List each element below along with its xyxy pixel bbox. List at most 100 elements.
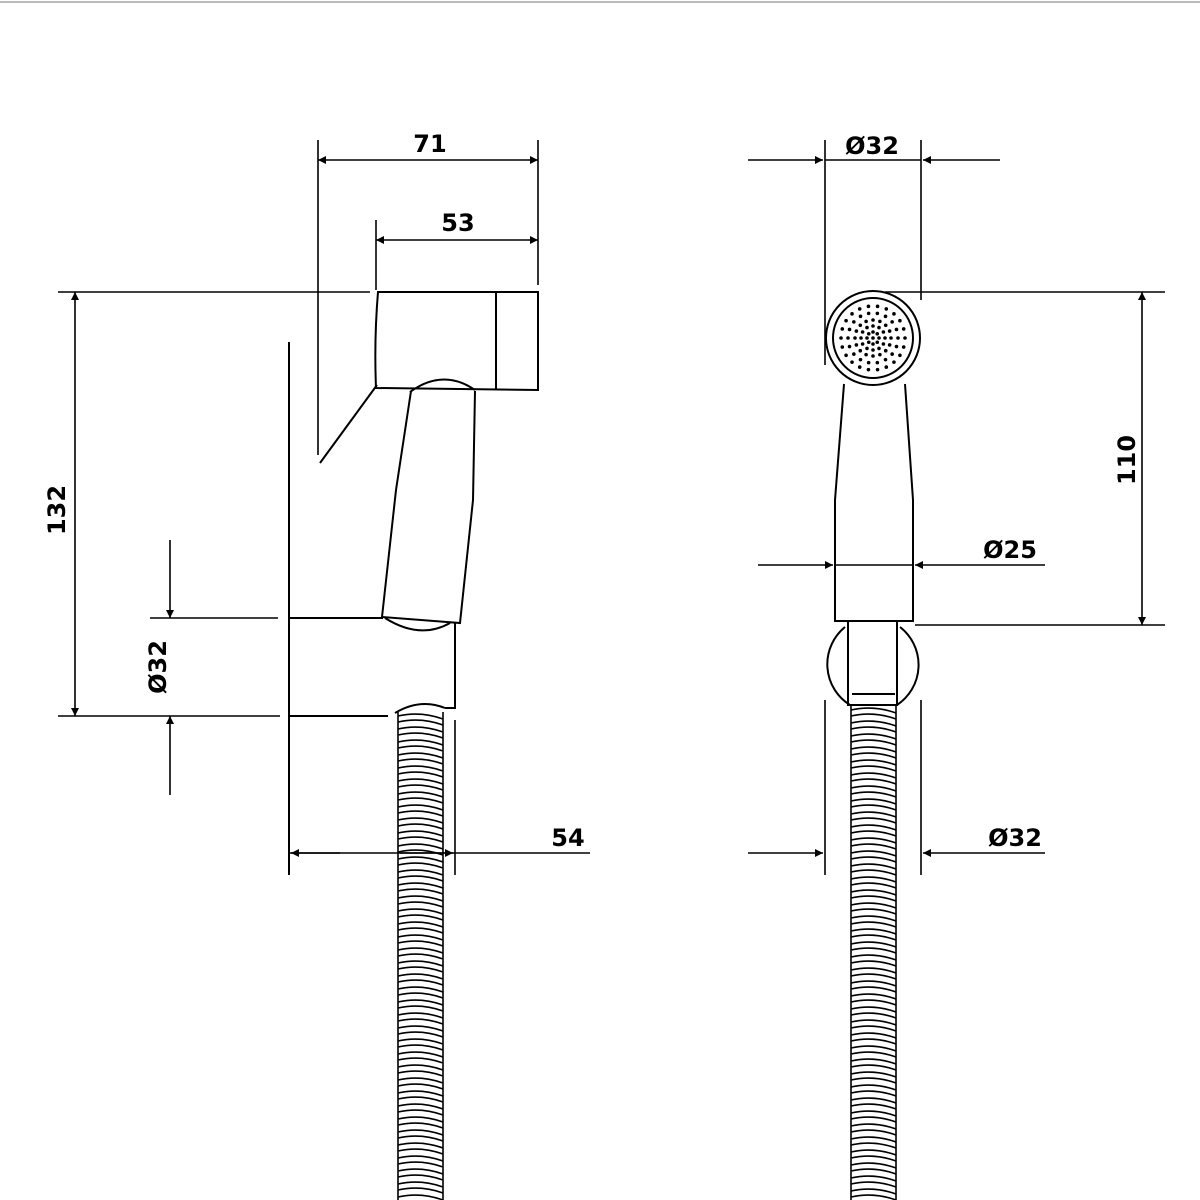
hose-coil — [850, 1032, 897, 1045]
spray-hole — [858, 323, 863, 328]
spray-hole — [871, 354, 875, 358]
hose-coil — [850, 772, 897, 785]
hose-coil — [850, 915, 897, 928]
spray-hole — [875, 311, 880, 316]
hose-coil — [850, 1162, 897, 1175]
spray-hole — [859, 336, 863, 340]
dimension-holder-diameter: Ø32 — [144, 540, 278, 795]
hose-coil — [850, 863, 897, 876]
spray-hole — [865, 346, 869, 351]
spray-hole — [881, 330, 886, 334]
spray-hole — [877, 336, 881, 340]
spray-hole — [866, 331, 871, 336]
hose-coil — [397, 1025, 444, 1038]
dim-label-110: 110 — [1113, 435, 1141, 485]
hose-coil — [397, 1077, 444, 1090]
spray-hole — [875, 367, 880, 372]
spray-hole — [901, 327, 906, 331]
hose-coil — [397, 856, 444, 869]
spray-hole — [883, 336, 887, 340]
hose-coil — [850, 850, 897, 863]
trigger-lever — [319, 384, 378, 464]
hose-coil — [397, 908, 444, 921]
spray-hole — [871, 336, 875, 340]
spray-hole — [866, 311, 871, 316]
hose-coil — [850, 889, 897, 902]
spray-hole — [877, 325, 881, 330]
hose-coil — [850, 811, 897, 824]
dimension-53: 53 — [375, 209, 538, 290]
hose-front — [850, 706, 897, 1200]
hose-coil — [850, 759, 897, 772]
spray-hole — [875, 340, 880, 345]
hose-coil — [850, 967, 897, 980]
spray-hole — [887, 329, 892, 333]
spray-hole — [865, 325, 869, 330]
hose-coil — [850, 733, 897, 746]
spray-hole — [896, 336, 900, 340]
dimension-head-diameter: Ø32 — [748, 132, 1000, 365]
spray-hole — [884, 307, 889, 311]
hose-coil — [397, 830, 444, 843]
spray-hole — [898, 353, 902, 358]
spray-hole — [852, 320, 856, 324]
spray-hole — [883, 357, 888, 362]
hose-coil — [397, 869, 444, 882]
hose-coil — [850, 902, 897, 915]
hose-coil — [397, 1129, 444, 1142]
side-view: 71 53 132 Ø32 — [43, 130, 590, 1200]
handle-front — [834, 383, 914, 622]
hose-coil — [397, 1181, 444, 1194]
dimension-110: 110 — [885, 291, 1165, 626]
hose-side — [397, 712, 444, 1200]
spray-hole — [857, 365, 862, 369]
hose-coil — [397, 1168, 444, 1181]
hose-coil — [397, 1064, 444, 1077]
spray-hole — [847, 344, 852, 349]
spray-hole — [890, 352, 894, 356]
dim-label-holder-diameter-front: Ø32 — [988, 824, 1042, 852]
spray-hole — [883, 348, 888, 353]
hose-coil — [397, 1194, 444, 1200]
dimension-54: 54 — [289, 720, 590, 875]
dim-label-132: 132 — [43, 485, 71, 535]
hose-coil — [397, 1116, 444, 1129]
spray-hole — [871, 330, 875, 334]
spray-head-front — [825, 290, 921, 386]
hose-nut-arc — [394, 703, 446, 714]
hose-coil — [397, 1012, 444, 1025]
spray-hole — [875, 360, 880, 365]
dim-label-handle-diameter: Ø25 — [983, 536, 1037, 564]
spray-hole — [877, 346, 881, 351]
handle-side — [380, 390, 476, 625]
holder-front — [826, 622, 920, 706]
spray-hole — [858, 348, 863, 353]
hose-coil — [850, 1071, 897, 1084]
hose-coil — [850, 1136, 897, 1149]
spray-hole — [881, 342, 886, 346]
hose-coil — [397, 1155, 444, 1168]
spray-hole — [892, 360, 896, 364]
hose-coil — [850, 746, 897, 759]
spray-hole — [854, 343, 859, 347]
hose-coil — [397, 739, 444, 752]
hose-coil — [850, 1175, 897, 1188]
spray-hole — [866, 304, 871, 309]
dim-label-holder-diameter: Ø32 — [144, 640, 172, 694]
spray-hole — [847, 327, 852, 332]
hose-coil — [850, 1058, 897, 1071]
hose-coil — [397, 999, 444, 1012]
spray-hole — [892, 312, 896, 316]
hose-coil — [397, 752, 444, 765]
spray-hole — [840, 345, 845, 349]
hose-coil — [397, 895, 444, 908]
spray-hole — [853, 336, 857, 340]
holder-side — [289, 617, 456, 717]
hose-coil — [397, 726, 444, 739]
dimension-handle-diameter: Ø25 — [758, 536, 1045, 569]
hose-coil — [397, 1051, 444, 1064]
spray-hole — [864, 352, 868, 357]
dimension-holder-diameter-front: Ø32 — [748, 700, 1045, 875]
